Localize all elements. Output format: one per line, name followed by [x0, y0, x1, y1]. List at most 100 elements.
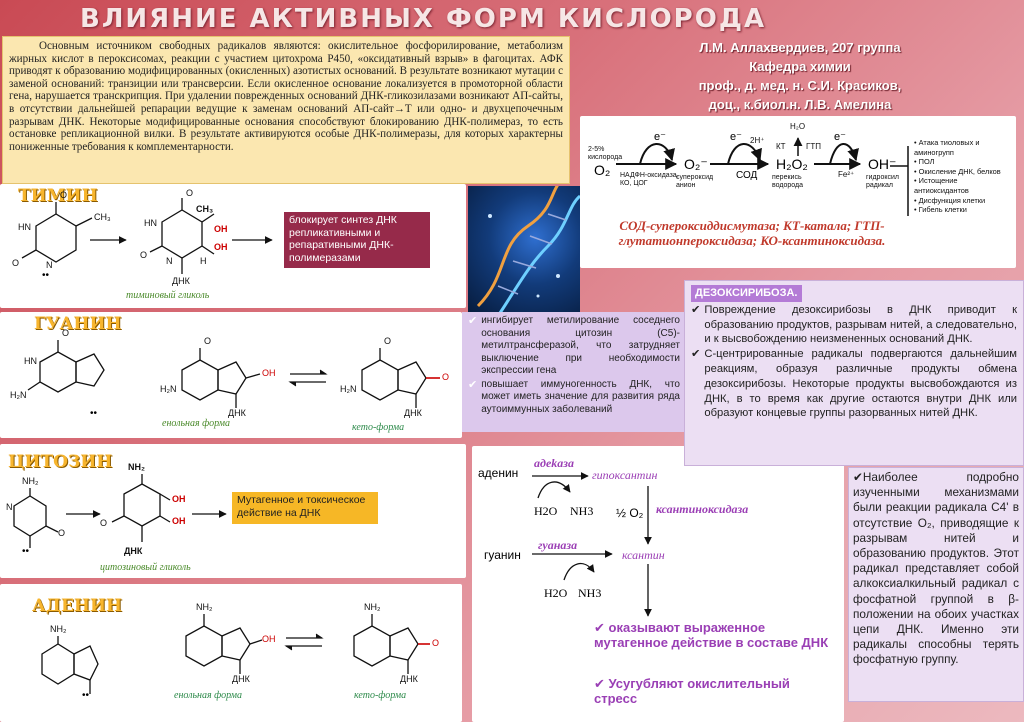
adenine-dots: •• — [82, 690, 90, 701]
ros-hydroxyl-label: гидроксил радикал — [866, 174, 899, 189]
guanine-dots: •• — [90, 408, 98, 419]
adenine-water-arc — [537, 481, 571, 499]
glycol-o-label: O — [186, 188, 194, 198]
thymine-glycol-caption: тиминовый гликоль — [126, 290, 210, 301]
adenine-enol-nh2: NH₂ — [196, 602, 213, 612]
adenine-structures — [41, 614, 430, 694]
cytosine-glycol-o-label: O — [100, 518, 108, 528]
authors-block: Л.М. Аллахвердиев, 207 группа Кафедра хи… — [640, 38, 960, 114]
ros-effect: • Атака тиоловых и аминогрупп — [914, 138, 980, 157]
deoxyribose-item: ✔Повреждение дезоксирибозы в ДНК приводи… — [691, 303, 1017, 346]
ros-two-h: 2Н⁺ — [750, 136, 765, 145]
thymine-o2-label: O — [12, 258, 20, 268]
adenine-enol-caption: енольная форма — [174, 690, 243, 701]
deoxyribose-heading: ДЕЗОКСИРИБОЗА. — [691, 285, 802, 302]
cytosine-glycol-caption: цитозиновый гликоль — [100, 562, 191, 573]
glycol-nh2-label: NH₂ — [128, 462, 145, 472]
adenine-keto-dna: ДНК — [400, 674, 418, 684]
page-title: ВЛИЯНИЕ АКТИВНЫХ ФОРМ КИСЛОРОДА (АФК) НА… — [80, 4, 767, 64]
guanine-effects-panel: ✔ингибирует метилирование соседнего осно… — [462, 312, 686, 432]
deamination-result-2: ✔ Усугубляют окислительный стресс — [594, 676, 790, 706]
guanine-keto-o-label: O — [384, 336, 392, 346]
guanine-keto-h2n-label: H₂N — [340, 384, 357, 394]
thymine-structures — [21, 198, 273, 274]
guanine-title: ГУАНИН — [34, 314, 122, 334]
ros-effect: • Гибель клетки — [914, 205, 967, 215]
c4-radical-text: Наиболее подробно изученными механизмами… — [853, 470, 1019, 667]
check-icon: ✔ — [853, 470, 863, 484]
thymine-hn-label: HN — [18, 222, 31, 232]
ros-effect: • Окисление ДНК, белков — [914, 166, 1001, 176]
guanine-structures — [27, 340, 440, 408]
dna-helix-image — [468, 186, 580, 316]
glycol-oh1-label: OH — [214, 224, 228, 234]
guanine-enol-o-label: O — [204, 336, 212, 346]
cytosine-o-label: O — [58, 528, 66, 538]
department-line: Кафедра химии — [749, 59, 851, 74]
supervisor-line: проф., д. мед. н. С.И. Красиков, — [698, 78, 902, 93]
deamination-panel: аденин адеkаза гипоксантин H2O NH3 ½ O₂ … — [472, 446, 844, 722]
check-icon: ✔ — [594, 676, 609, 691]
adenase-water: H2O — [534, 504, 558, 518]
adenine-title: АДЕНИН — [32, 596, 123, 616]
adenase-ammonia: NH3 — [570, 504, 594, 518]
ros-effect: • ПОЛ — [914, 157, 935, 167]
thymine-dots: •• — [42, 270, 50, 281]
ros-legend: СОД-супероксиддисмутаза; КТ-катала; ГТП-… — [618, 218, 886, 248]
guanase-label: гуаназа — [538, 538, 578, 552]
ros-electron-arc-3 — [829, 143, 859, 165]
deamination-result-1: ✔ оказывают выраженное мутагенное действ… — [594, 620, 829, 650]
ros-water: H₂O — [790, 122, 806, 131]
ros-hydroxyl: OH⁻ — [868, 156, 897, 172]
adenine-enol-dna: ДНК — [232, 674, 250, 684]
ros-electron-2: e⁻ — [730, 131, 742, 143]
ros-gtp: ГТП — [806, 142, 821, 151]
ros-effect: • Истощение антиоксидантов — [914, 176, 969, 195]
guanase-water: H2O — [544, 586, 568, 600]
thymine-effect-box: блокирует синтез ДНК репликативными и ре… — [284, 212, 430, 268]
guanine-keto-caption: кето-форма — [352, 422, 405, 433]
guanine-label: гуанин — [484, 548, 521, 562]
guanine-enol-oh-label: OH — [262, 368, 276, 378]
check-icon: ✔ — [468, 315, 478, 327]
ros-sod: СОД — [736, 170, 758, 181]
supervisor-line: доц., к.биол.н. Л.В. Амелина — [708, 97, 892, 112]
ros-electron-arc-2 — [727, 143, 762, 165]
adenine-keto-o: O — [432, 638, 440, 648]
guanine-hn-label: HN — [24, 356, 37, 366]
cytosine-nh2-label: NH₂ — [22, 476, 39, 486]
cytosine-effect-box: Мутагенное и токсическое действие на ДНК — [232, 492, 378, 524]
hypoxanthine-label: гипоксантин — [592, 468, 658, 482]
cytosine-dots: •• — [22, 546, 30, 557]
thymine-ring — [35, 213, 77, 263]
ros-scheme-diagram — [616, 137, 909, 216]
adenine-keto-nh2: NH₂ — [364, 602, 381, 612]
glycol-o2-label: O — [140, 250, 148, 260]
deoxyribose-panel: ДЕЗОКСИРИБОЗА. ✔Повреждение дезоксирибоз… — [684, 280, 1024, 466]
guanine-keto-dna-label: ДНК — [404, 408, 422, 418]
dna-helix-icon — [476, 186, 580, 316]
ros-h2o2: H₂O₂ — [776, 156, 808, 172]
ros-catalase: КТ — [776, 142, 786, 151]
thymine-n-label: N — [46, 260, 53, 270]
ros-iron: Fe²⁺ — [838, 170, 855, 179]
ros-h2o2-label: перекись водорода — [772, 174, 803, 189]
glycol-h-label: H — [200, 256, 207, 266]
cytosine-n-label: N — [6, 502, 13, 512]
guanine-water-arc — [563, 562, 595, 581]
ros-superoxide-label: супероксид анион — [676, 174, 714, 189]
thymine-title: ТИМИН — [18, 186, 98, 206]
guanine-effect-item: ✔повышает иммуногенность ДНК, что может … — [468, 378, 680, 415]
glycol-oh2-label: OH — [214, 242, 228, 252]
glycol-hn-label: HN — [144, 218, 157, 228]
guanine-effect-item: ✔ингибирует метилирование соседнего осно… — [468, 315, 680, 376]
deamination-diagram — [532, 472, 652, 617]
intro-text: Основным источником свободных радикалов … — [2, 36, 570, 184]
guanine-h2n-label: H₂N — [10, 390, 27, 400]
cytosine-structures — [13, 474, 227, 548]
guanine-enol-dna-label: ДНК — [228, 408, 246, 418]
cytosine-panel: ЦИТОЗИН NH₂ N O •• NH₂ OH OH O ДНК цитоз… — [0, 444, 466, 578]
ros-o2: O₂ — [594, 162, 611, 178]
glycol-ch3-label: CH₃ — [196, 204, 214, 214]
adenine-nh2-label: NH₂ — [50, 624, 67, 634]
